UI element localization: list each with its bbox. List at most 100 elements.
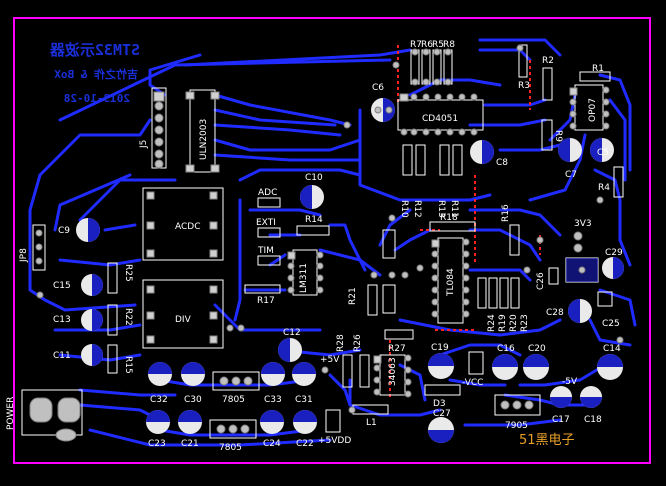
cap-c6: C6 <box>371 83 395 122</box>
diode-d3: D3 <box>424 384 461 409</box>
svg-text:TIM: TIM <box>257 246 274 256</box>
ic-lm311: LM311 <box>287 249 324 296</box>
ic-op07: OP07 <box>569 84 610 131</box>
regulator-7905: 7905 <box>494 394 541 431</box>
svg-text:C21: C21 <box>181 439 199 449</box>
svg-text:R24: R24 <box>487 314 497 332</box>
resistor-r14: R14 <box>296 215 330 236</box>
svg-text:C31: C31 <box>295 395 313 405</box>
svg-text:R14: R14 <box>305 215 323 225</box>
svg-text:R19: R19 <box>498 314 508 332</box>
svg-text:C32: C32 <box>150 395 168 405</box>
svg-text:C16: C16 <box>497 344 515 354</box>
via-layer <box>36 44 624 414</box>
svg-text:C8: C8 <box>496 158 508 168</box>
regulator-3v3: 3V3 <box>565 219 599 283</box>
ic-tl084: R18 TL084 <box>429 213 476 324</box>
connector-power: POWER <box>6 389 83 442</box>
cap-c12: C12 +5V <box>278 328 340 365</box>
svg-text:C14: C14 <box>603 344 621 354</box>
cap-c23: C23 <box>146 410 170 449</box>
switch-acdc: ACDC <box>142 187 224 261</box>
svg-text:L1: L1 <box>366 418 377 428</box>
test-points-adc-exti-tim: ADC EXTI TIM <box>256 188 281 266</box>
cap-c32: C32 <box>148 362 172 405</box>
cap-c30: C30 <box>181 362 205 405</box>
resistor-r16: R16 <box>501 204 520 256</box>
svg-text:R11: R11 <box>449 200 459 218</box>
svg-text:R27: R27 <box>388 344 406 354</box>
resistors-r26-r28: R28 R26 R27 <box>336 329 414 388</box>
svg-text:C26: C26 <box>536 272 546 290</box>
resistors-r10-r13: R10 R12 R13 R11 <box>399 144 463 218</box>
cap-c21: C21 <box>178 410 202 449</box>
resistors-r15-r25: R25 R22 R15 <box>107 262 133 374</box>
svg-text:JP8: JP8 <box>19 248 29 263</box>
svg-text:C9: C9 <box>58 226 70 236</box>
svg-text:+5VDD: +5VDD <box>318 436 351 446</box>
ic-uln2003: ULN2003 <box>185 89 220 173</box>
svg-text:7905: 7905 <box>505 421 528 431</box>
svg-text:C6: C6 <box>372 83 384 93</box>
resistor-r21: R21 <box>348 284 378 316</box>
svg-text:R6: R6 <box>421 40 433 50</box>
svg-text:C19: C19 <box>431 343 449 353</box>
svg-text:R25: R25 <box>123 264 133 282</box>
svg-text:C5: C5 <box>597 148 609 158</box>
cap-c19: C19 <box>428 343 454 379</box>
title-line-2: 吉竹之作 & BoX <box>54 67 138 81</box>
svg-text:D3: D3 <box>433 399 446 409</box>
svg-text:OP07: OP07 <box>588 98 598 122</box>
test-point-minus5v: -5V <box>562 377 578 387</box>
svg-text:C25: C25 <box>602 319 620 329</box>
cap-c25: C25 <box>597 291 620 329</box>
cap-c31: C31 <box>292 362 316 405</box>
diode-pair <box>382 229 396 314</box>
cap-c17: C17 <box>550 386 572 425</box>
svg-text:R5: R5 <box>432 40 444 50</box>
resistor-r17: R17 <box>244 284 281 306</box>
svg-text:7805: 7805 <box>219 443 242 453</box>
svg-text:C11: C11 <box>53 351 71 361</box>
cap-c27: C27 <box>428 409 454 443</box>
svg-text:C17: C17 <box>552 415 570 425</box>
svg-text:DIV: DIV <box>175 315 192 325</box>
svg-text:C10: C10 <box>305 173 323 183</box>
cap-c26: C26 <box>536 267 559 290</box>
test-point-minus-vcc: -VCC <box>462 351 484 388</box>
cap-c15: C15 <box>53 274 103 296</box>
resistors-r1-r3: R2 R3 R1 <box>518 44 611 101</box>
svg-text:C30: C30 <box>184 395 202 405</box>
cap-c8: C8 <box>470 140 508 168</box>
uln2003-label: ULN2003 <box>199 119 209 160</box>
cap-c16: C16 <box>492 344 518 380</box>
cd4051-label: CD4051 <box>422 114 458 124</box>
svg-text:C22: C22 <box>296 439 314 449</box>
header-j5: J5 <box>139 87 167 169</box>
resistor-r4: R4 <box>598 166 624 198</box>
regulator-7805-b: 7805 <box>209 419 257 453</box>
svg-text:R8: R8 <box>443 40 455 50</box>
cap-c10: C10 <box>300 173 324 209</box>
resistor-r9: R9 <box>541 119 563 151</box>
cap-c5: C5 <box>590 138 614 162</box>
svg-text:R26: R26 <box>353 334 363 352</box>
svg-text:R18: R18 <box>440 213 458 223</box>
svg-text:R17: R17 <box>257 296 275 306</box>
cap-c14: C14 <box>597 344 623 380</box>
svg-text:R12: R12 <box>412 200 422 218</box>
svg-text:POWER: POWER <box>6 397 16 430</box>
regulator-7805-a: 7805 <box>212 371 260 405</box>
brand-label: 51黑电子 <box>519 433 575 448</box>
svg-text:R10: R10 <box>399 200 409 218</box>
svg-text:ACDC: ACDC <box>175 222 201 232</box>
cap-c13: C13 <box>53 309 103 331</box>
cap-c29: C29 <box>602 248 624 279</box>
plus5v-label: +5V <box>320 355 340 365</box>
cap-c24: C24 <box>260 410 284 449</box>
cap-c33: C33 <box>261 362 285 405</box>
svg-text:3V3: 3V3 <box>574 219 592 229</box>
svg-text:EXTI: EXTI <box>256 218 276 228</box>
